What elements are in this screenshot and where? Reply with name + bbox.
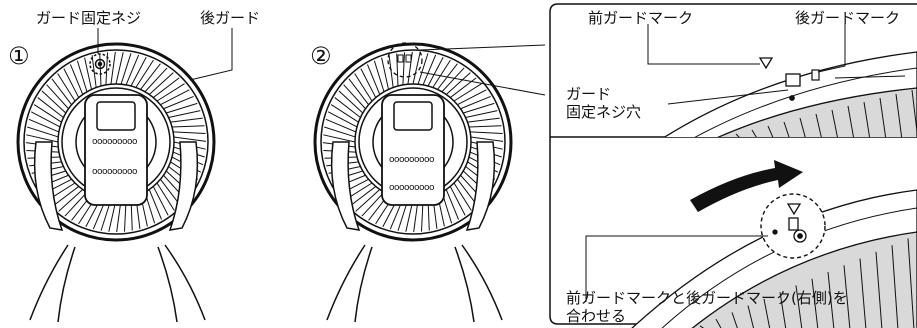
fan-1-panel-text-top: ooooooooo: [92, 137, 138, 147]
guard-hole-label-line2: 固定ネジ穴: [566, 103, 642, 121]
fan-2-panel-text-top: ooooooooo: [389, 155, 435, 165]
fan-1-illustration: [16, 42, 216, 323]
front-guard-mark-label: 前ガードマーク: [588, 9, 694, 27]
guard-hole-label-line1: ガード: [566, 85, 612, 103]
step-2-number: ②: [310, 42, 332, 70]
align-marks-label-line2: 合わせる: [566, 307, 627, 325]
guard-screw-label: ガード固定ネジ: [36, 9, 142, 27]
rear-guard-label: 後ガード: [200, 9, 261, 27]
rotation-arrow: [690, 160, 803, 212]
rear-guard-mark-label: 後ガードマーク: [795, 9, 901, 27]
fan-2-panel-text-bottom: ooooooooo: [389, 183, 435, 193]
step-1-number: ①: [8, 42, 30, 70]
align-marks-label-line1: 前ガードマークと後ガードマーク(右側)を: [566, 289, 848, 307]
fan-1-panel-text-bottom: ooooooooo: [92, 167, 138, 177]
fan-2-illustration: [313, 42, 513, 323]
